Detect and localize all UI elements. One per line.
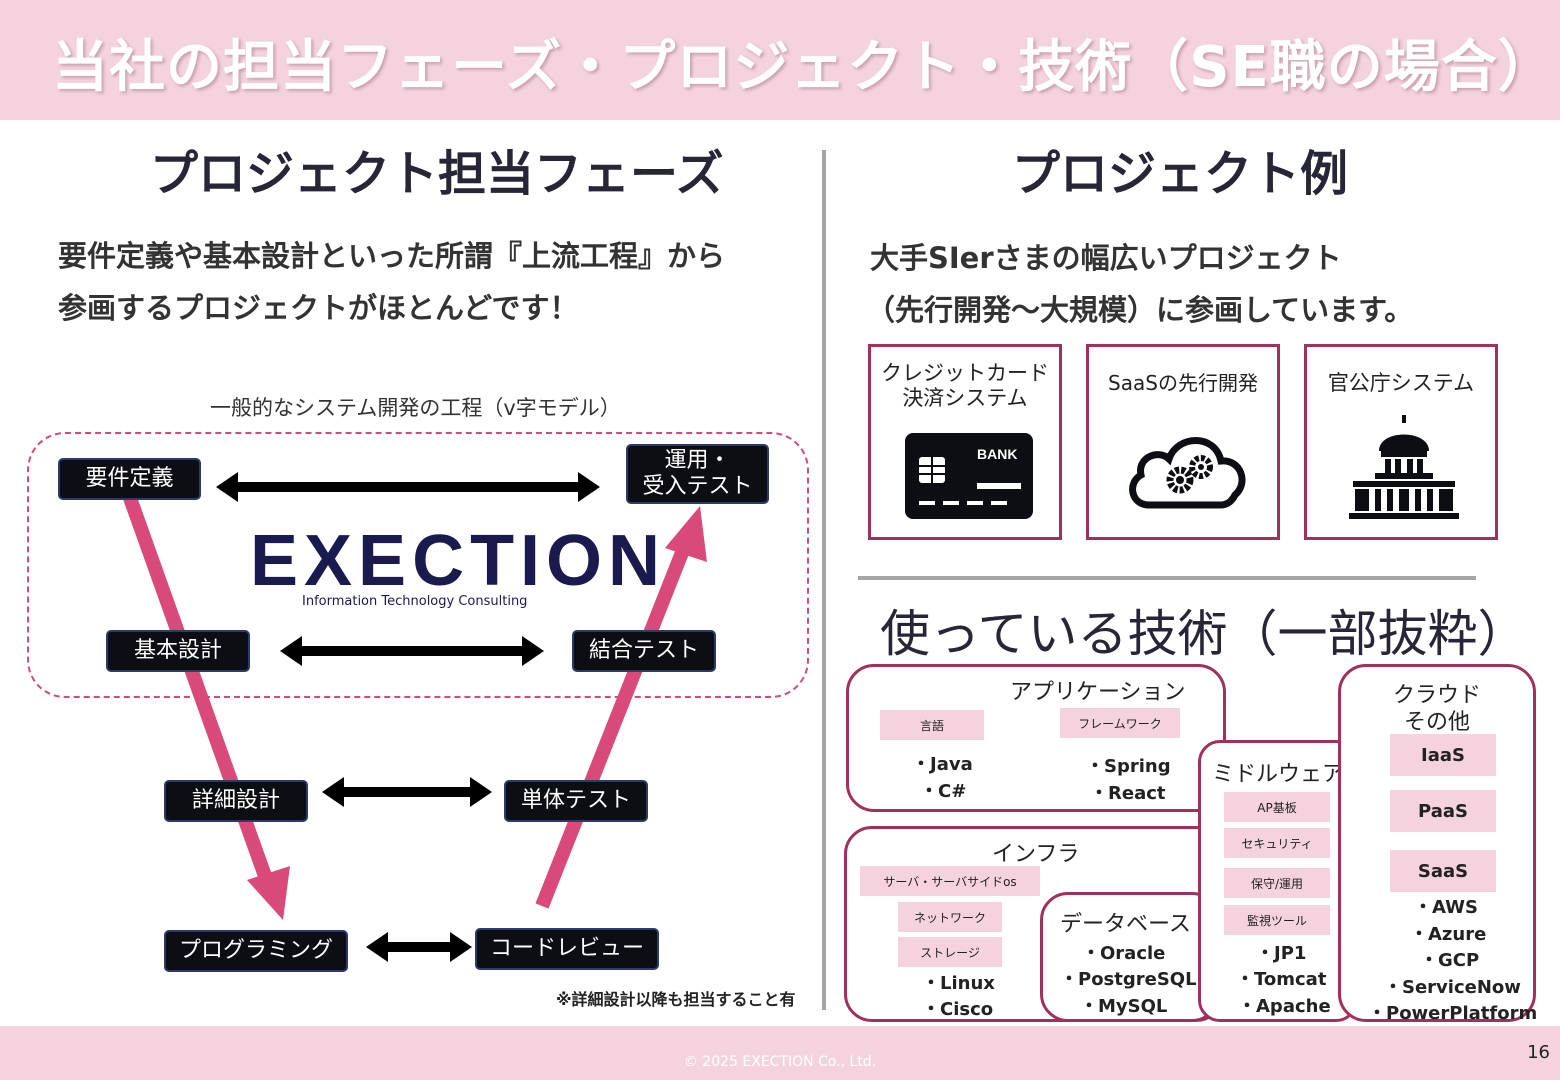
credit-card-icon: BANK — [905, 433, 1033, 519]
cloud-item-gcp: ・GCP — [1420, 950, 1480, 971]
mw-item-apache: ・Apache — [1238, 996, 1331, 1017]
cloud-item-azure: ・Azure — [1410, 924, 1487, 945]
column-divider — [822, 150, 826, 1010]
cloud-item-aws: ・AWS — [1414, 897, 1478, 918]
projects-heading: プロジェクト例 — [1012, 146, 1349, 202]
double-arrow-detail-design — [322, 777, 492, 807]
phase-heading: プロジェクト担当フェーズ — [150, 146, 724, 202]
fw-item-react: ・React — [1090, 783, 1166, 804]
application-title: アプリケーション — [1010, 680, 1186, 705]
phase-lead-line1: 要件定義や基本設計といった所謂『上流工程』から — [58, 239, 726, 273]
step-unit-test: 単体テスト — [504, 780, 648, 822]
lang-item-csharp: ・C# — [920, 781, 967, 802]
cloud-title-line1: クラウド — [1392, 683, 1481, 708]
double-arrow-basic-design — [280, 636, 544, 666]
tag-maintenance: 保守/運用 — [1224, 868, 1330, 898]
double-arrow-programming — [366, 932, 472, 962]
tag-ap-base: AP基板 — [1224, 792, 1330, 822]
phase-lead-line2: 参画するプロジェクトがほとんどです！ — [58, 291, 579, 325]
cloud-gears-icon — [1129, 437, 1246, 509]
government-building-icon — [1349, 415, 1459, 519]
project-card-government: 官公庁システム — [1304, 344, 1498, 540]
upstream-dashed-area — [27, 432, 809, 698]
detail-design-note: ※詳細設計以降も担当すること有 — [556, 990, 796, 1009]
ascend-arrow-shaft — [535, 537, 694, 909]
project-card-title: 官公庁システム — [1327, 371, 1475, 395]
project-card-credit: クレジットカード 決済システム BANK — [868, 344, 1062, 540]
ascend-arrow-head — [665, 506, 707, 562]
db-item-mysql: ・MySQL — [1080, 996, 1168, 1017]
cloud-item-servicenow: ・ServiceNow — [1384, 977, 1521, 998]
step-basic-design: 基本設計 — [106, 630, 250, 672]
db-item-oracle: ・Oracle — [1082, 943, 1166, 964]
step-acceptance-test: 運用・ 受入テスト — [626, 444, 769, 504]
mw-item-tomcat: ・Tomcat — [1236, 969, 1327, 990]
fw-item-spring: ・Spring — [1086, 756, 1171, 777]
exection-logo: EXECTION — [250, 521, 667, 601]
tag-paas: PaaS — [1390, 790, 1496, 832]
projects-lead-line1: 大手SIerさまの幅広いプロジェクト — [870, 241, 1342, 275]
project-card-title: SaaSの先行開発 — [1108, 371, 1258, 395]
tag-language: 言語 — [880, 710, 984, 740]
infra-item-cisco: ・Cisco — [922, 999, 994, 1020]
v-model-arrows — [123, 472, 707, 962]
db-item-postgresql: ・PostgreSQL — [1060, 969, 1197, 990]
middleware-title: ミドルウェア — [1212, 762, 1345, 787]
step-acceptance-line1: 運用・ — [664, 448, 731, 473]
copyright: © 2025 EXECTION Co., Ltd. — [683, 1054, 877, 1070]
exection-logo-subtitle: Information Technology Consulting — [302, 594, 528, 609]
v-model-caption: 一般的なシステム開発の工程（v字モデル） — [210, 396, 621, 420]
mw-item-jp1: ・JP1 — [1256, 943, 1307, 964]
step-code-review: コードレビュー — [475, 928, 659, 970]
double-arrow-requirements — [216, 472, 600, 502]
page-title: 当社の担当フェーズ・プロジェクト・技術（SE職の場合） — [52, 35, 1555, 100]
section-divider — [858, 576, 1476, 580]
tag-security: セキュリティ — [1224, 828, 1330, 858]
descend-arrow-head — [247, 866, 290, 920]
step-detail-design: 詳細設計 — [164, 780, 308, 822]
tag-iaas: IaaS — [1390, 734, 1496, 776]
tag-saas: SaaS — [1390, 850, 1496, 892]
step-requirements: 要件定義 — [58, 458, 201, 500]
header-bar — [0, 0, 1560, 120]
tag-network: ネットワーク — [898, 902, 1002, 932]
infra-item-linux: ・Linux — [922, 973, 995, 994]
cloud-title-line2: その他 — [1403, 710, 1470, 735]
tag-server: サーバ・サーバサイドos — [860, 866, 1040, 896]
footer-bar — [0, 1026, 1560, 1080]
step-programming: プログラミング — [164, 930, 348, 972]
projects-lead-line2: （先行開発～大規模）に参画しています。 — [866, 293, 1414, 327]
step-acceptance-line2: 受入テスト — [642, 474, 753, 499]
card-bank-text: BANK — [977, 446, 1017, 462]
tag-storage: ストレージ — [898, 937, 1002, 967]
project-card-saas: SaaSの先行開発 — [1086, 344, 1280, 540]
descend-arrow-shaft — [123, 495, 277, 893]
tag-framework: フレームワーク — [1060, 708, 1180, 738]
tech-heading: 使っている技術（一部抜粋） — [880, 605, 1528, 663]
database-title: データベース — [1060, 912, 1191, 937]
infra-title: インフラ — [992, 842, 1080, 867]
tag-monitoring: 監視ツール — [1224, 905, 1330, 935]
step-integration-test: 結合テスト — [572, 630, 716, 672]
lang-item-java: ・Java — [912, 754, 973, 775]
cloud-item-powerplatform: ・PowerPlatform — [1368, 1003, 1538, 1024]
page-number: 16 — [1527, 1042, 1550, 1063]
project-card-title: クレジットカード 決済システム — [881, 361, 1049, 410]
panel-cloud — [1338, 664, 1536, 1022]
